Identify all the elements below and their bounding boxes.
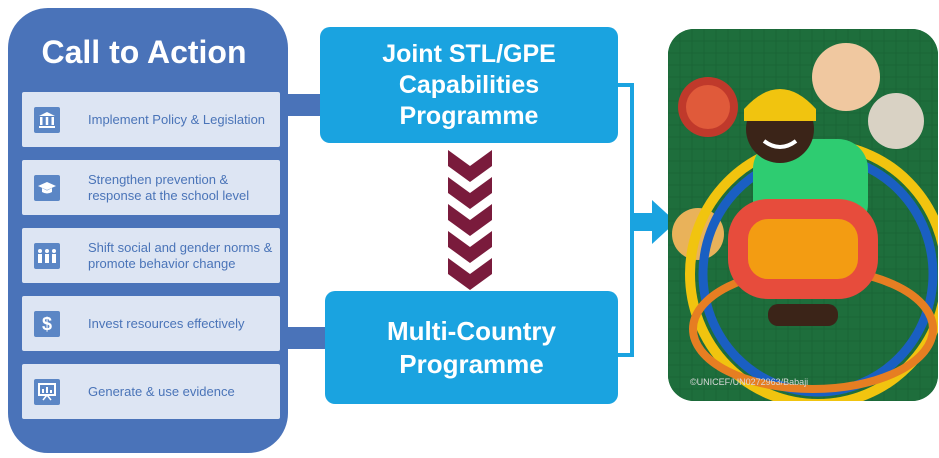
call-to-action-title: Call to Action — [41, 34, 247, 70]
presentation-board-icon — [34, 379, 60, 405]
cta-item-evidence: Generate & use evidence — [22, 364, 280, 419]
joint-programme-label: Joint STL/GPE Capabilities Programme — [382, 39, 556, 130]
photo-credit: ©UNICEF/UN0272963/Babaji — [690, 377, 809, 387]
building-icon — [34, 107, 60, 133]
multi-country-programme-label: Multi-Country Programme — [387, 315, 556, 379]
cta-item-invest: $ Invest resources effectively — [22, 296, 280, 351]
child-photo: ©UNICEF/UN0272963/Babaji — [668, 29, 938, 401]
chevron-arrows-down — [448, 150, 492, 290]
cta-label-policy: Implement Policy & Legislation — [88, 111, 266, 127]
cta-item-prevention: Strengthen prevention & response at the … — [22, 160, 280, 215]
multi-country-programme-box: Multi-Country Programme — [325, 291, 618, 404]
graduation-cap-icon — [34, 175, 60, 201]
cta-label-norms: Shift social and gender norms & promote … — [88, 239, 273, 271]
child-photo-illustration — [668, 29, 938, 401]
joint-programme-box: Joint STL/GPE Capabilities Programme — [320, 27, 618, 143]
dollar-icon: $ — [34, 311, 60, 337]
cta-label-invest: Invest resources effectively — [88, 315, 245, 331]
cta-item-policy: Implement Policy & Legislation — [22, 92, 280, 147]
cta-label-prevention: Strengthen prevention & response at the … — [88, 171, 250, 203]
bracket-connector — [616, 83, 634, 357]
cta-item-norms: Shift social and gender norms & promote … — [22, 228, 280, 283]
cta-label-evidence: Generate & use evidence — [88, 383, 235, 399]
people-group-icon — [34, 243, 60, 269]
arrow-to-photo — [632, 200, 676, 244]
